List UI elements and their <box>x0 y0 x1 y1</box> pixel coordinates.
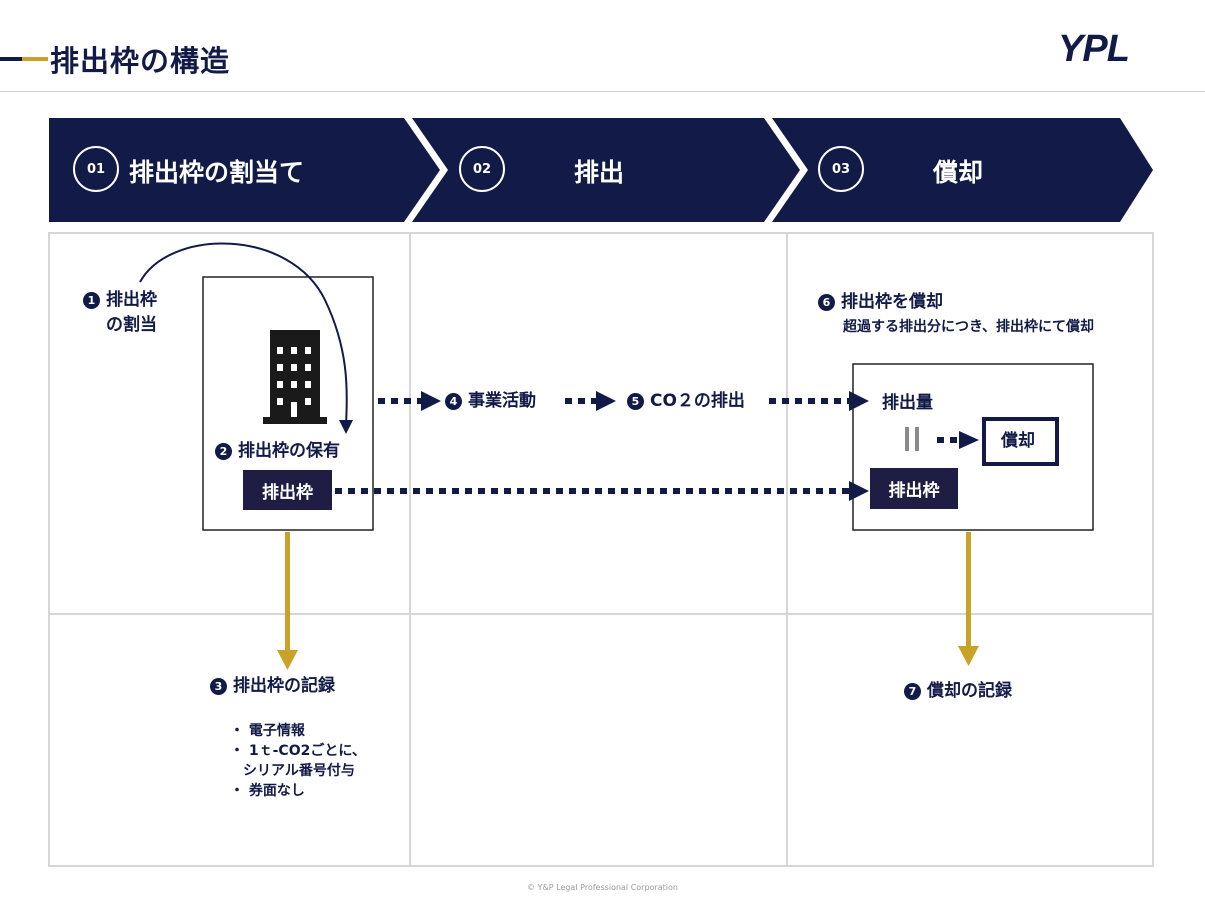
step-chevron-03 <box>772 118 1153 222</box>
step-number-02: 02 <box>459 146 505 192</box>
record-bullet-1: ・ 電子情報 <box>230 723 305 739</box>
step-chevron-02 <box>412 118 800 222</box>
allocation-line2: の割当 <box>106 315 157 335</box>
step-label-03: 償却 <box>933 158 984 187</box>
emission-text: CO２の排出 <box>650 391 745 411</box>
marker-7: 7 <box>904 683 921 700</box>
step-number-03: 03 <box>818 146 864 192</box>
company-logo: YPL <box>1058 28 1130 70</box>
emission-amount-label: 排出量 <box>882 393 933 413</box>
marker-4: 4 <box>445 393 462 410</box>
marker-2: 2 <box>215 443 232 460</box>
holding-tag: 排出枠 <box>243 470 332 510</box>
surrender-text: 排出枠を償却 <box>841 292 943 312</box>
step-label-01: 排出枠の割当て <box>129 158 305 187</box>
business-label: 4 事業活動 <box>445 390 536 412</box>
record-bullet-3: シリアル番号付与 <box>243 763 355 779</box>
page-title: 排出枠の構造 <box>50 44 231 78</box>
marker-6: 6 <box>818 294 835 311</box>
step-number-01: 01 <box>73 146 119 192</box>
surrender-record-label: 7 償却の記録 <box>904 680 1012 702</box>
copyright-footer: © Y&P Legal Professional Corporation <box>527 883 678 892</box>
equals-bar-1 <box>905 427 909 451</box>
title-accent-navy <box>0 57 22 61</box>
surrender-sublabel: 超過する排出分につき、排出枠にて償却 <box>843 319 1095 335</box>
title-accent-gold <box>22 57 48 61</box>
holding-label: 2 排出枠の保有 <box>215 440 340 462</box>
record-bullet-4: ・ 券面なし <box>230 783 305 799</box>
marker-5: 5 <box>627 393 644 410</box>
holding-text: 排出枠の保有 <box>238 441 340 461</box>
record-label: 3 排出枠の記録 <box>210 675 335 697</box>
surrender-inner-box <box>982 417 1059 466</box>
step-label-02: 排出 <box>574 158 625 187</box>
record-bullet-2: ・ 1ｔ-CO2ごとに、 <box>230 743 366 759</box>
gold-arrow-record <box>277 532 298 670</box>
allocation-curve-arrow <box>139 242 348 425</box>
surrender-record-text: 償却の記録 <box>927 681 1012 701</box>
allocation-label: 1 排出枠 <box>83 289 157 311</box>
surrender-box-label: 償却 <box>1001 431 1035 451</box>
allocation-curve-head <box>339 420 353 434</box>
step-chevron-01 <box>49 118 440 222</box>
business-text: 事業活動 <box>468 391 536 411</box>
gold-arrow-surrender-record <box>958 532 979 666</box>
equals-bar-2 <box>915 427 919 451</box>
surrender-label: 6 排出枠を償却 <box>818 291 943 313</box>
record-text: 排出枠の記録 <box>233 676 335 696</box>
marker-1: 1 <box>83 292 100 309</box>
header-divider <box>0 91 1205 92</box>
surrender-tag: 排出枠 <box>870 468 958 509</box>
building-icon <box>263 330 327 424</box>
marker-3: 3 <box>210 678 227 695</box>
allocation-line1: 排出枠 <box>106 290 157 310</box>
emission-label: 5 CO２の排出 <box>627 390 745 412</box>
